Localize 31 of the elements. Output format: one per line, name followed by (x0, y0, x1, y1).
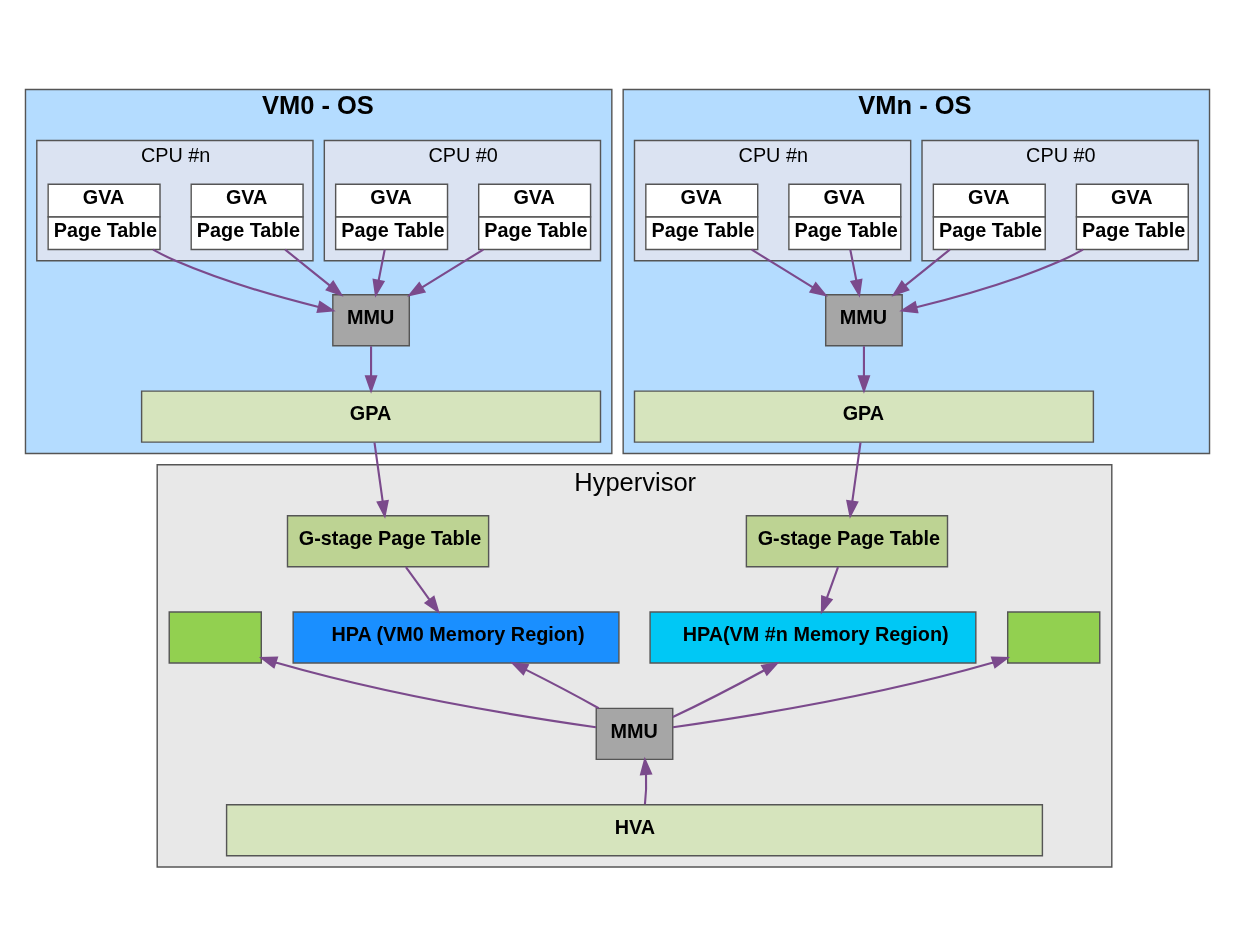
arrow (857, 345, 871, 394)
arrow (672, 661, 780, 718)
arrow (152, 248, 336, 313)
node-box: HPA (VM0 Memory Region) (292, 610, 620, 664)
arrow (891, 248, 951, 297)
arrow (364, 345, 378, 394)
node-box: GPA (633, 389, 1095, 443)
arrow (899, 248, 1084, 313)
node-box (1007, 610, 1101, 664)
node-box: GPA (140, 389, 602, 443)
arrow (849, 248, 863, 298)
arrow (820, 566, 839, 614)
node-box: G-stage Page Table (745, 514, 949, 567)
arrow (373, 442, 389, 519)
node-box: MMU (825, 293, 903, 346)
arrow (372, 248, 386, 298)
arrow (510, 661, 600, 709)
node-box: HPA(VM #n Memory Region) (649, 610, 977, 664)
node-box (168, 610, 262, 664)
arrow (405, 566, 440, 614)
arrow (846, 442, 862, 519)
arrow (639, 756, 653, 804)
arrow (407, 248, 484, 297)
node-box: HVA (225, 803, 1044, 856)
arrow (672, 656, 1011, 728)
arrow (258, 656, 597, 728)
node-box: G-stage Page Table (286, 514, 490, 567)
arrow (284, 248, 344, 297)
node-box: MMU (595, 707, 674, 760)
arrow (751, 248, 828, 297)
node-box: MMU (332, 293, 410, 346)
